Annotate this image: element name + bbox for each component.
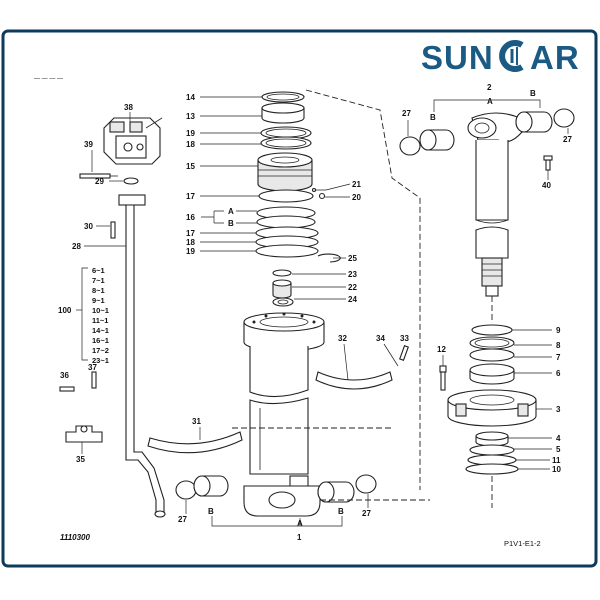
callout-17: 17 [186,229,195,238]
callout-39: 39 [84,140,93,149]
callout-20: 20 [352,193,361,202]
clamp-bolts [59,371,97,392]
label-top-b-left: B [430,113,436,122]
piston-rod-assembly [399,108,575,297]
group-item: 7~1 [92,276,105,285]
pipe-clamp [65,425,103,443]
callout-31: 31 [192,417,201,426]
callout-8: 8 [556,341,561,350]
rod-seal-stack [255,91,341,307]
callout-27: 27 [402,109,411,118]
assembly-leader-lines [232,89,430,501]
callout-29: 29 [95,177,104,186]
label-top-a: A [487,97,493,106]
group-item: 23~1 [92,356,109,365]
callout-3: 3 [556,405,561,414]
gland-bolt [439,365,447,391]
callout-27: 27 [362,509,371,518]
pipe-clamp-bolt [110,221,116,239]
group-item: 16~1 [92,336,109,345]
safety-valve-block [103,117,163,165]
valve-mounting-bolt [79,173,118,179]
clamp-band-upper [315,371,393,390]
callout-15: 15 [186,162,195,171]
clamp-bolt-33 [399,345,409,361]
callout-27: 27 [178,515,187,524]
callout-32: 32 [338,334,347,343]
callout-9: 9 [556,326,561,335]
group-item: 6~1 [92,266,105,275]
callout-5: 5 [556,445,561,454]
callout-4: 4 [556,434,561,443]
callout-14: 14 [186,93,195,102]
hydraulic-pipe [118,194,166,518]
callout-1: 1 [297,533,302,542]
group-item: 17~2 [92,346,109,355]
group-item: 8~1 [92,286,105,295]
callout-16: 16 [186,213,195,222]
label-16-b: B [228,219,234,228]
brand-logo: SUN AR [421,39,580,76]
rod-gland-seals [469,324,515,385]
seal-kit-group: 100 6~1 7~1 8~1 9~1 10~1 11~1 14~1 16~1 … [58,266,109,365]
cylinder-head-gland [447,389,537,427]
callout-27: 27 [563,135,572,144]
cylinder-tube [243,312,325,517]
callout-2: 2 [487,83,492,92]
callout-12: 12 [437,345,446,354]
callout-7: 7 [556,353,561,362]
callout-38: 38 [124,103,133,112]
callout-11: 11 [552,456,561,465]
callout-24: 24 [348,295,357,304]
callout-13: 13 [186,112,195,121]
diagram-reference: P1V1-E1-2 [504,539,541,548]
callout-37: 37 [88,363,97,372]
brand-c-icon [499,40,524,72]
brand-name-left: SUN [421,39,494,76]
clamp-band-lower [147,431,243,454]
brand-name-right: AR [530,39,580,76]
bottom-pin-bushes [175,474,377,503]
group-item: 10~1 [92,306,109,315]
callout-18: 18 [186,238,195,247]
callout-40: 40 [542,181,551,190]
callout-6: 6 [556,369,561,378]
callout-34: 34 [376,334,385,343]
callout-10: 10 [552,465,561,474]
callout-22: 22 [348,283,357,292]
group-item: 9~1 [92,296,105,305]
callout-19: 19 [186,247,195,256]
label-bottom-a: A [297,519,303,528]
callout-17: 17 [186,192,195,201]
callout-30: 30 [84,222,93,231]
diagram-frame [1,29,598,568]
group-item: 14~1 [92,326,109,335]
callout-36: 36 [60,371,69,380]
label-top-b-right: B [530,89,536,98]
callout-35: 35 [76,455,85,464]
callout-28: 28 [72,242,81,251]
svg-text:— — — —: — — — — [34,76,63,82]
callout-19: 19 [186,129,195,138]
callout-25: 25 [348,254,357,263]
label-bottom-b-left: B [208,507,214,516]
drawing-number: 1110300 [60,533,91,542]
callout-18: 18 [186,140,195,149]
group-item: 11~1 [92,316,108,325]
o-ring-29 [123,177,139,185]
group-100-label: 100 [58,306,72,315]
callout-21: 21 [352,180,361,189]
label-16-a: A [228,207,234,216]
callout-33: 33 [400,334,409,343]
set-screw [311,187,326,200]
label-bottom-b-right: B [338,507,344,516]
callout-23: 23 [348,270,357,279]
